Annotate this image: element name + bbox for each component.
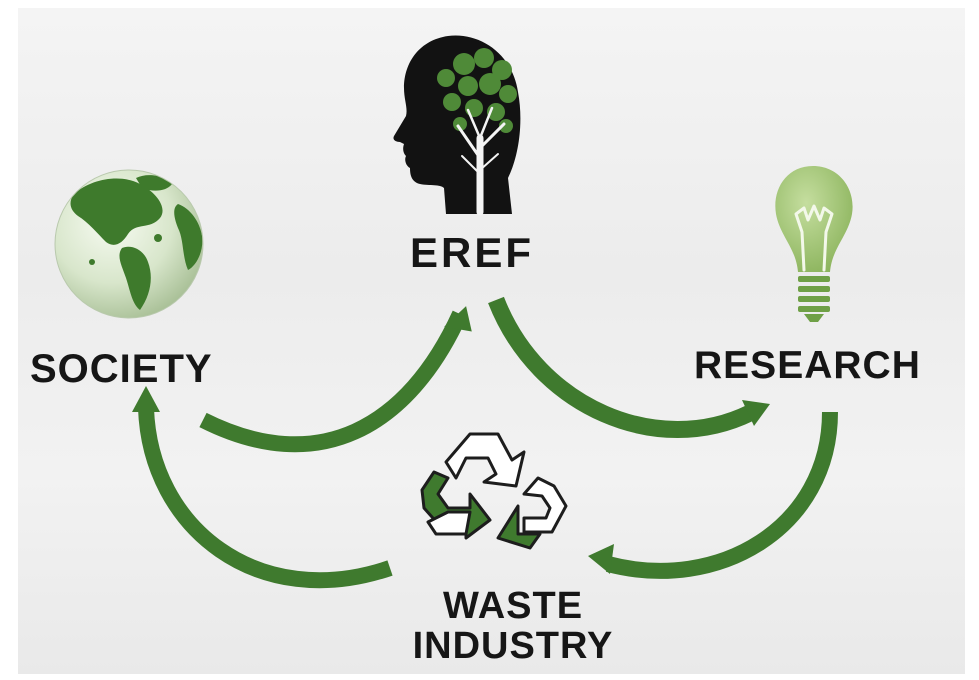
diagram-graphics — [54, 35, 853, 589]
recycle-icon — [420, 432, 568, 550]
node-label-waste-line1: WASTE — [442, 585, 584, 627]
node-label-research: RESEARCH — [694, 344, 921, 387]
node-label-eref: EREF — [410, 229, 535, 276]
diagram-canvas: SOCIETY EREF RESEARCH WASTE INDUSTRY — [18, 8, 965, 674]
head-tree-icon — [393, 35, 521, 216]
globe-icon — [54, 169, 204, 319]
edge-society-to-eref — [199, 306, 472, 453]
edge-eref-to-research — [488, 296, 770, 438]
node-label-waste-industry: WASTE INDUSTRY — [363, 586, 663, 666]
edge-research-to-waste — [588, 411, 838, 579]
node-label-waste-line2: INDUSTRY — [412, 625, 614, 667]
lightbulb-icon — [775, 166, 853, 322]
edge-waste-to-society — [132, 386, 393, 589]
node-label-society: SOCIETY — [30, 347, 213, 391]
